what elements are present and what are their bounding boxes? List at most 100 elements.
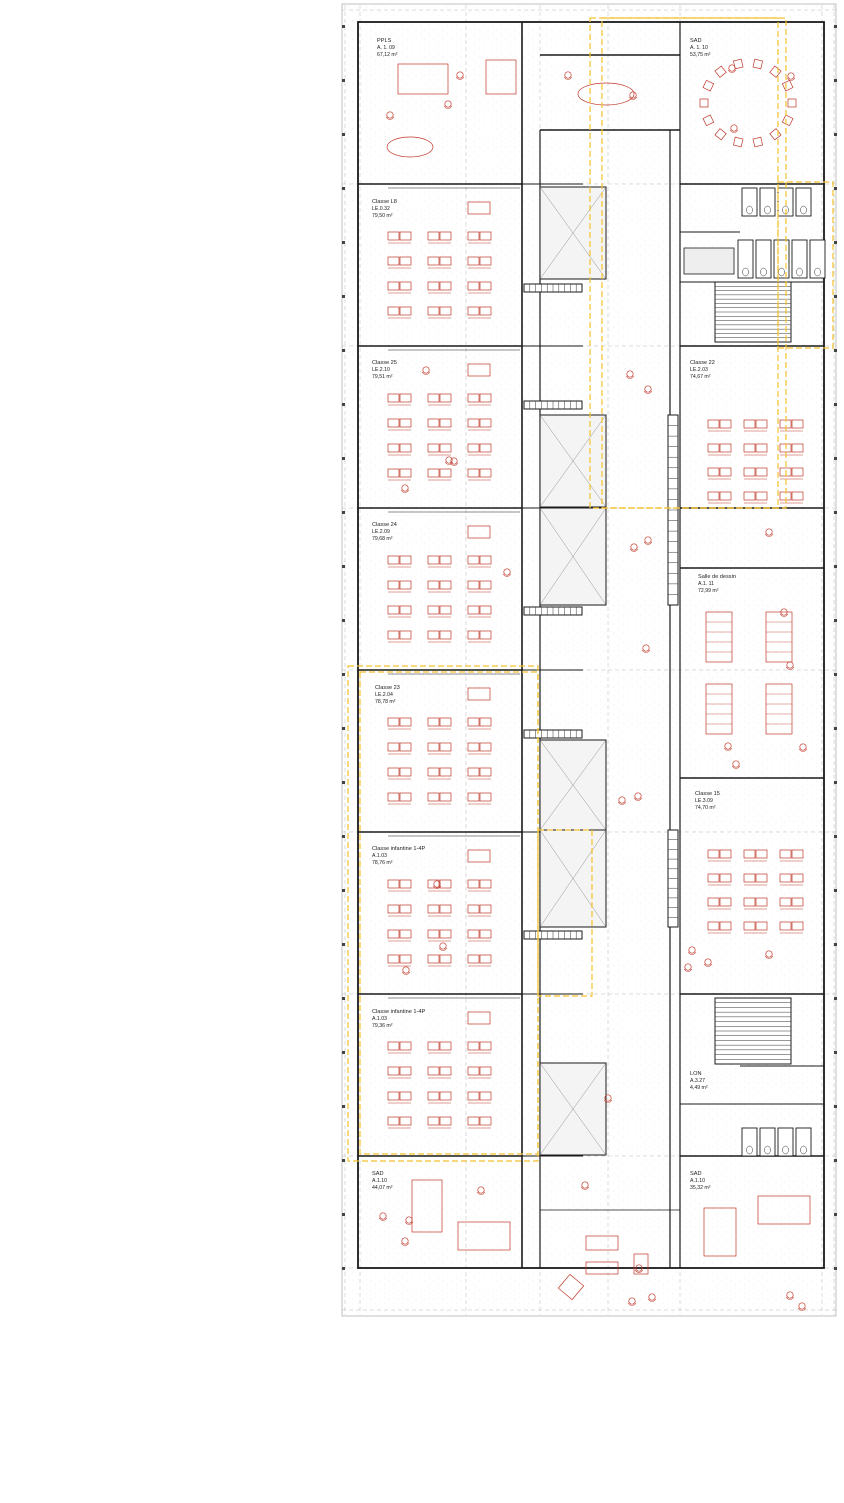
toilet-bowl [760, 267, 767, 277]
desk [467, 555, 480, 565]
desk [427, 717, 440, 727]
column-tick [342, 1213, 345, 1216]
desk [387, 630, 400, 640]
desk [479, 767, 492, 777]
svg-text:Classe 25: Classe 25 [372, 360, 397, 366]
desk [707, 897, 720, 907]
desk [467, 1091, 480, 1101]
person [634, 1269, 644, 1273]
desk [743, 897, 756, 907]
toilet-bowl [742, 267, 749, 277]
column-tick [834, 133, 837, 136]
column-tick [834, 943, 837, 946]
person [764, 955, 774, 959]
column-tick [342, 889, 345, 892]
svg-text:SAD: SAD [690, 1171, 702, 1177]
desk [719, 419, 732, 429]
svg-text:LE.3.09: LE.3.09 [695, 798, 713, 804]
desk [467, 443, 480, 453]
desk [791, 491, 804, 501]
column-tick [834, 1213, 837, 1216]
desk [479, 792, 492, 802]
desk [479, 904, 492, 914]
person [779, 613, 789, 617]
desk [439, 929, 452, 939]
desk [479, 1091, 492, 1101]
desk [439, 468, 452, 478]
column-tick [342, 511, 345, 514]
desk [755, 897, 768, 907]
desk [719, 921, 732, 931]
desk [387, 418, 400, 428]
person [780, 608, 788, 616]
desk [439, 792, 452, 802]
toilet-cubicle [759, 187, 776, 217]
person [641, 649, 651, 653]
desk [479, 879, 492, 889]
column-tick [342, 25, 345, 28]
person [421, 371, 431, 375]
desk [479, 231, 492, 241]
svg-text:79,50 m²: 79,50 m² [372, 213, 393, 219]
desk [427, 393, 440, 403]
desk [479, 256, 492, 266]
desk [467, 904, 480, 914]
svg-text:A.1. 11: A.1. 11 [698, 581, 714, 587]
person [433, 880, 441, 888]
desk [791, 873, 804, 883]
person [401, 971, 411, 975]
person [732, 760, 740, 768]
highlight-zone [537, 829, 593, 997]
person [635, 1264, 643, 1272]
desk [399, 929, 412, 939]
desk [719, 849, 732, 859]
desk [399, 256, 412, 266]
toilet-bowl [764, 1145, 771, 1155]
column-tick [342, 565, 345, 568]
desk [791, 921, 804, 931]
column-tick [834, 565, 837, 568]
person [688, 946, 696, 954]
table [757, 1195, 811, 1225]
desk [427, 306, 440, 316]
person [630, 543, 638, 551]
svg-text:78,78 m²: 78,78 m² [375, 699, 396, 705]
shaft-cross [539, 414, 607, 508]
column-tick [834, 997, 837, 1000]
desk [791, 897, 804, 907]
desk [439, 630, 452, 640]
column-tick [342, 781, 345, 784]
person [729, 129, 739, 133]
person [785, 1296, 795, 1300]
desk [779, 849, 792, 859]
desk [439, 1116, 452, 1126]
svg-text:72,99 m²: 72,99 m² [698, 588, 719, 594]
desk [719, 897, 732, 907]
sink-counter [683, 247, 735, 275]
desk [467, 879, 480, 889]
desk [439, 904, 452, 914]
desk [467, 231, 480, 241]
desk [743, 467, 756, 477]
bench [585, 1261, 619, 1275]
desk [427, 742, 440, 752]
desk [755, 921, 768, 931]
person [444, 461, 454, 465]
toilet-cubicle [809, 239, 826, 279]
desk [387, 1066, 400, 1076]
shaft-cross [539, 1062, 607, 1156]
person [728, 64, 736, 72]
chair [781, 79, 794, 92]
person [422, 366, 430, 374]
person [401, 1237, 409, 1245]
person [449, 462, 459, 466]
walls [357, 21, 825, 1269]
person [438, 947, 448, 951]
desk [399, 605, 412, 615]
desk [743, 491, 756, 501]
svg-text:LE.0.32: LE.0.32 [372, 206, 390, 212]
person [723, 747, 733, 751]
person [477, 1186, 485, 1194]
